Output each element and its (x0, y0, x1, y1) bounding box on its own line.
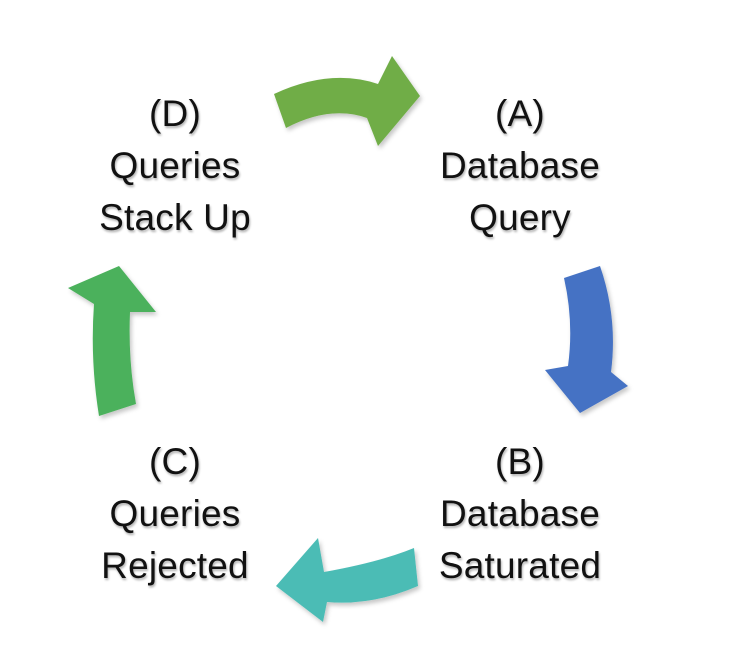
node-c-line-2: Rejected (101, 545, 249, 586)
node-d-line-2: Stack Up (99, 197, 251, 238)
arrow-c-to-d (68, 266, 156, 416)
node-d-line-1: Queries (109, 145, 241, 186)
node-a-line-1: Database (440, 145, 600, 186)
node-a-database-query: (A) Database Query (400, 88, 640, 244)
arrow-a-to-b (545, 266, 628, 413)
node-d-letter: (D) (149, 93, 201, 134)
node-a-line-2: Query (469, 197, 571, 238)
node-c-letter: (C) (149, 441, 201, 482)
arrow-d-to-a (274, 56, 420, 146)
node-b-line-1: Database (440, 493, 600, 534)
node-b-line-2: Saturated (438, 545, 602, 586)
node-c-line-1: Queries (109, 493, 241, 534)
node-c-queries-rejected: (C) Queries Rejected (55, 436, 295, 592)
arrow-b-to-c (276, 538, 418, 622)
node-b-letter: (B) (495, 441, 545, 482)
node-b-database-saturated: (B) Database Saturated (400, 436, 640, 592)
node-d-queries-stack-up: (D) Queries Stack Up (55, 88, 295, 244)
node-a-letter: (A) (495, 93, 545, 134)
